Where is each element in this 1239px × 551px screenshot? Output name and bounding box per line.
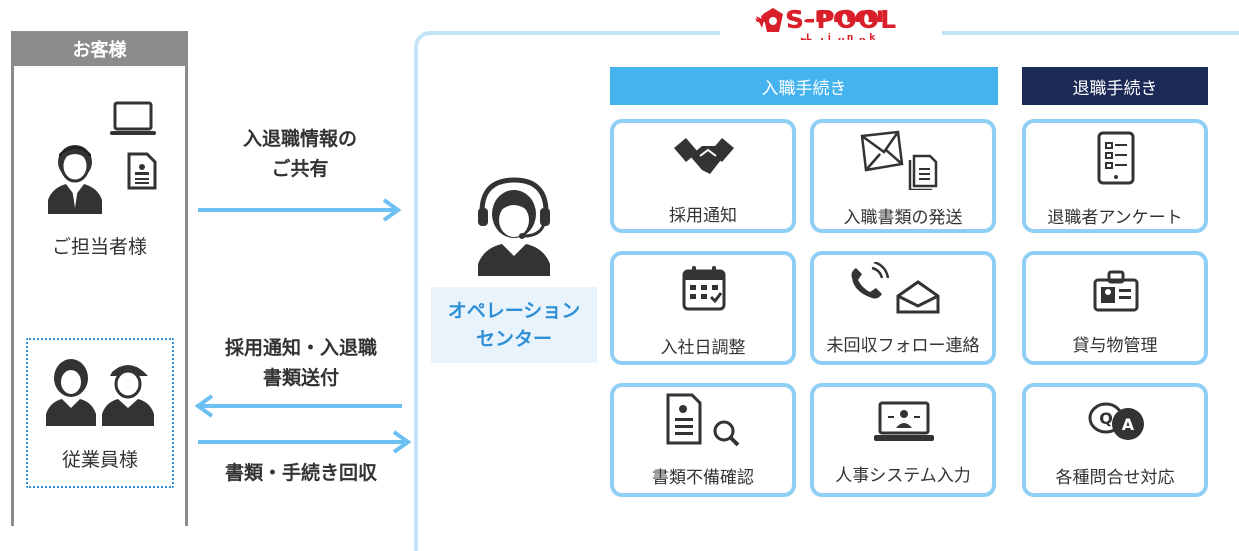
card-document-check-label: 書類不備確認 <box>652 468 754 488</box>
card-followup-contact-label: 未回収フォロー連絡 <box>826 336 980 356</box>
card-send-documents-label: 入職書類の発送 <box>843 208 963 228</box>
document-icon <box>126 151 158 191</box>
operation-center-line2: センター <box>475 328 552 350</box>
laptop-user-icon <box>874 401 934 443</box>
notify-text: 採用通知・入退職 書類送付 <box>196 333 406 393</box>
calendar-icon <box>680 264 728 312</box>
collect-text: 書類・手続き回収 <box>224 462 377 484</box>
envelope-document-icon <box>858 130 948 190</box>
laptop-icon <box>108 100 158 138</box>
card-loan-items-label: 貸与物管理 <box>1072 336 1158 356</box>
document-search-icon <box>664 393 744 447</box>
logo-title: S-POOL <box>786 5 898 34</box>
handshake-icon <box>672 134 736 184</box>
card-loan-items <box>1022 251 1208 365</box>
customer-header: お客様 <box>11 31 188 66</box>
tablet-checklist-icon <box>1096 131 1136 185</box>
id-badge-icon <box>1092 270 1140 312</box>
customer-panel <box>11 31 188 526</box>
arrow-share-right <box>198 198 404 222</box>
card-hiring-notice-label: 採用通知 <box>669 206 737 226</box>
card-send-documents <box>810 119 996 233</box>
card-followup-contact <box>810 251 996 365</box>
operator-headset-icon <box>474 176 554 276</box>
onboarding-header: 入職手続き <box>610 67 998 105</box>
card-hr-system-label: 人事システム入力 <box>835 466 971 486</box>
operation-center-box: オペレーション センター <box>431 287 597 363</box>
share-info-text: 入退職情報の ご共有 <box>200 124 400 184</box>
notify-line2: 書類送付 <box>262 367 339 389</box>
employee-label: 従業員様 <box>61 449 138 471</box>
phone-mail-icon <box>848 262 948 314</box>
svg-text:A: A <box>1122 415 1135 434</box>
staff-label: ご担当者様 <box>51 236 147 258</box>
employees-icon <box>44 356 156 426</box>
staff-person-icon <box>44 138 106 214</box>
logo-emblem-icon <box>756 8 783 32</box>
share-line2: ご共有 <box>271 158 329 180</box>
card-exit-survey-label: 退職者アンケート <box>1047 208 1183 228</box>
card-start-date-label: 入社日調整 <box>660 338 746 358</box>
logo-overlay <box>755 6 935 46</box>
operation-center-line1: オペレーション <box>447 300 581 322</box>
logo-sub: Link <box>806 33 892 43</box>
share-line1: 入退職情報の <box>242 128 357 150</box>
notify-line1: 採用通知・入退職 <box>224 337 377 359</box>
card-document-check <box>610 383 796 497</box>
employee-box <box>26 338 174 488</box>
qa-bubbles-icon: Q A <box>1086 400 1148 444</box>
card-inquiries <box>1022 383 1208 497</box>
arrow-notify-left <box>194 394 404 418</box>
card-inquiries-label: 各種問合せ対応 <box>1055 468 1175 488</box>
arrow-collect-right <box>198 430 412 454</box>
card-hiring-notice <box>610 119 796 233</box>
offboarding-header: 退職手続き <box>1022 67 1208 105</box>
svg-text:Q: Q <box>1099 409 1113 428</box>
